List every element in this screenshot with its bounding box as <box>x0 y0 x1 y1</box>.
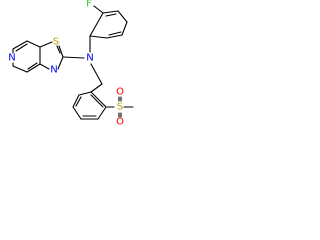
bond <box>15 43 28 52</box>
bond <box>58 45 64 58</box>
structure-drawing: F N S N N S O O <box>8 0 134 128</box>
bond <box>39 63 50 70</box>
fluorine-atom-label: F <box>86 0 92 10</box>
bond-group <box>12 5 134 120</box>
bond <box>90 94 104 108</box>
atom-labels: F N S N N S O O <box>8 0 124 128</box>
bond <box>12 65 28 73</box>
bond <box>78 91 92 96</box>
bond <box>72 106 82 120</box>
bond <box>97 106 107 120</box>
bond <box>90 91 107 108</box>
bond <box>90 63 103 85</box>
thiazole-sulfur-label: S <box>53 37 59 48</box>
bond <box>72 94 80 108</box>
bond <box>106 34 123 39</box>
molecule-diagram: F N S N N S O O <box>0 0 140 130</box>
bond <box>56 45 61 54</box>
bond <box>121 21 128 36</box>
bond <box>117 10 128 23</box>
bond <box>57 56 64 70</box>
bond <box>26 40 41 48</box>
bond <box>93 5 104 14</box>
bond <box>26 63 41 73</box>
sulfone-oxygen-lower-label: O <box>116 117 124 128</box>
bond <box>105 13 117 17</box>
bond <box>39 41 53 48</box>
thiazole-nitrogen-label: N <box>50 65 57 76</box>
bond <box>108 31 122 36</box>
bond <box>89 12 104 37</box>
bond <box>102 10 119 14</box>
bond <box>27 62 38 70</box>
sulfone-oxygen-upper-label: O <box>116 87 124 98</box>
bond <box>62 56 85 59</box>
bond <box>90 83 103 93</box>
bond <box>89 35 108 39</box>
bond <box>12 40 28 50</box>
bond <box>75 96 82 107</box>
amine-nitrogen-label: N <box>86 53 93 64</box>
sulfone-sulfur-label: S <box>117 102 123 113</box>
pyridine-nitrogen-label: N <box>8 53 15 64</box>
